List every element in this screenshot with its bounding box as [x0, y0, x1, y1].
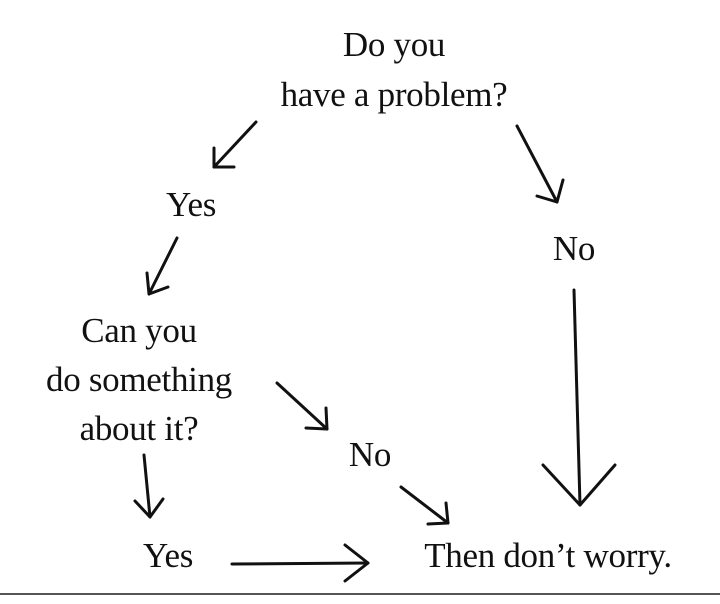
arrow-question1-to-no: [515, 124, 565, 204]
arrow-question1-to-yes: [212, 120, 258, 169]
question-2-line-3: about it?: [79, 409, 199, 448]
arrow-question2-to-no: [275, 381, 329, 431]
no-label-2: No: [348, 435, 392, 474]
yes-label-2: Yes: [142, 536, 194, 575]
no-label-1: No: [552, 229, 596, 268]
question-2-line-1: Can you: [81, 311, 197, 350]
arrow-no-to-result: [541, 288, 617, 507]
question-2-line-2: do something: [46, 360, 232, 399]
arrow-no2-to-result: [399, 485, 450, 526]
arrow-yes2-to-result: [230, 543, 370, 583]
question-1-line-2: have a problem?: [280, 75, 508, 114]
result-label: Then don’t worry.: [424, 536, 672, 575]
arrow-question2-to-yes: [133, 453, 165, 519]
arrow-yes-to-question2: [145, 236, 179, 296]
bottom-border: [0, 593, 720, 595]
yes-label-1: Yes: [165, 185, 217, 224]
question-1-line-1: Do you: [342, 25, 446, 64]
